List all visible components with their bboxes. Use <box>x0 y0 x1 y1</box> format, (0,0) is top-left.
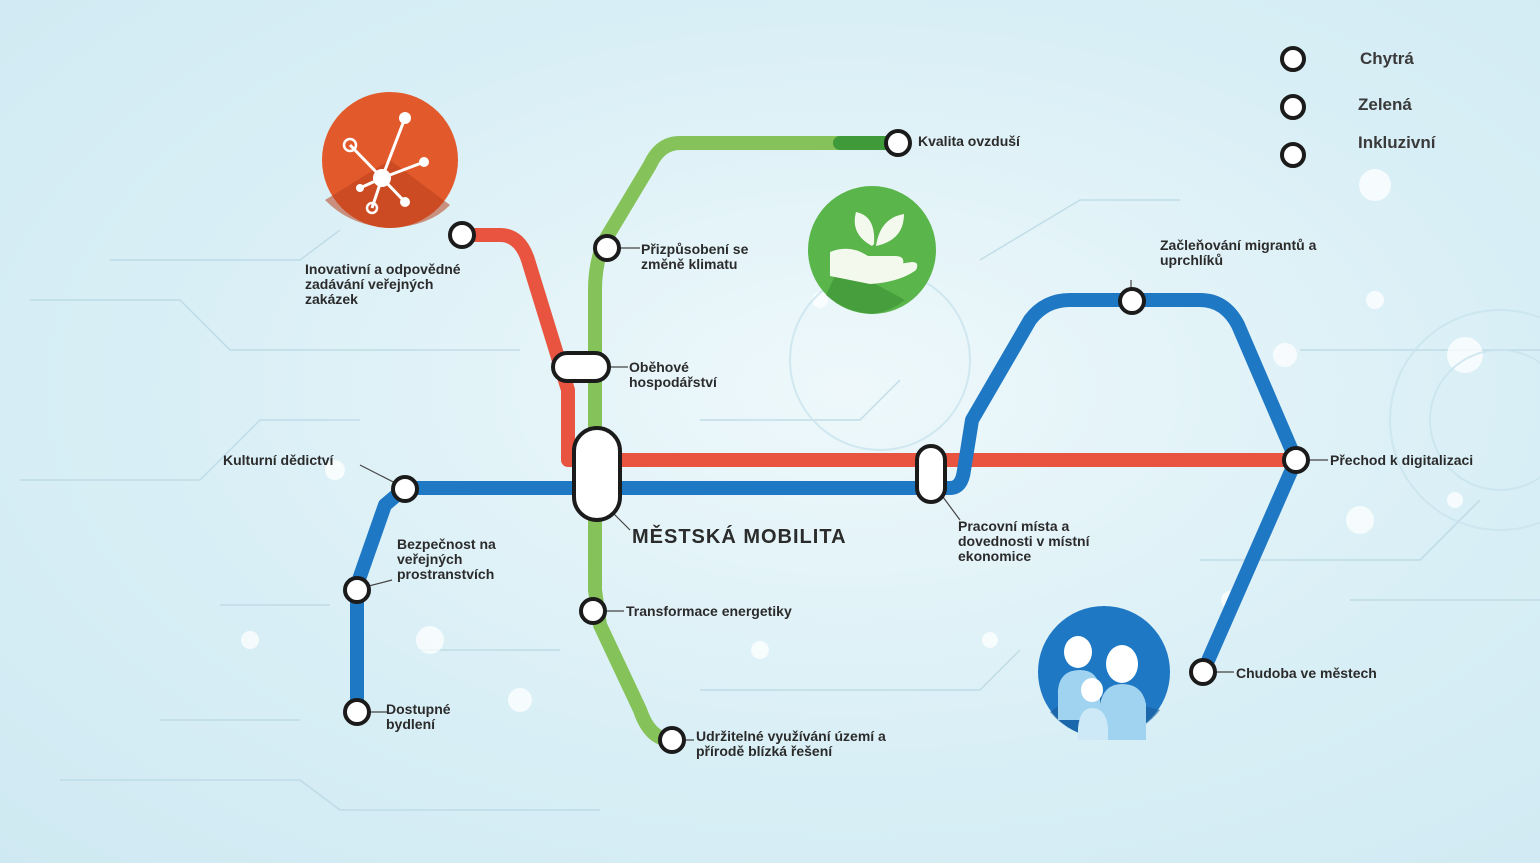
smart-network-icon <box>322 92 458 228</box>
station-poverty <box>1189 658 1217 686</box>
interchange-jobs <box>915 444 947 504</box>
label-housing: Dostupné bydlení <box>386 701 451 732</box>
station-air-quality <box>884 129 912 157</box>
label-land-use: Udržitelné využívání území a přírodě blí… <box>696 728 886 759</box>
label-public-safety: Bezpečnost na veřejných prostranstvích <box>397 536 496 582</box>
label-circular-economy: Oběhové hospodářství <box>629 359 717 390</box>
label-air-quality: Kvalita ovzduší <box>918 133 1020 149</box>
circuit-background <box>20 199 1540 811</box>
station-energy <box>579 597 607 625</box>
label-cultural-heritage: Kulturní dědictví <box>223 452 334 468</box>
label-climate-adaptation: Přizpůsobení se změně klimatu <box>641 241 749 272</box>
legend-item-inclusive <box>1280 142 1306 168</box>
legend-label-inclusive: Inkluzivní <box>1358 133 1436 152</box>
interchange-mobility <box>572 426 622 522</box>
station-migrants <box>1118 287 1146 315</box>
smart-line <box>455 228 1303 467</box>
inclusive-people-icon <box>1038 606 1170 740</box>
single-stations <box>343 129 1310 754</box>
ring-icon <box>1280 142 1306 168</box>
label-digital-transition: Přechod k digitalizaci <box>1330 452 1474 468</box>
label-energy-transition: Transformace energetiky <box>626 603 792 619</box>
ring-icon <box>1280 94 1306 120</box>
interchange-circular <box>551 351 611 383</box>
diagram-title: MĚSTSKÁ MOBILITA <box>632 526 847 548</box>
station-safety <box>343 576 371 604</box>
station-housing <box>343 698 371 726</box>
station-land-use <box>658 726 686 754</box>
interchange-stations <box>551 351 947 522</box>
station-digital <box>1282 446 1310 474</box>
legend-item-green <box>1280 94 1306 120</box>
legend-label-smart: Chytrá <box>1360 49 1414 68</box>
ring-icon <box>1280 46 1306 72</box>
legend-label-green: Zelená <box>1358 95 1412 114</box>
inclusive-line-main <box>398 293 1303 679</box>
station-heritage <box>391 475 419 503</box>
green-line <box>588 136 905 747</box>
legend-item-smart <box>1280 46 1306 72</box>
label-jobs-skills: Pracovní místa a dovednosti v místní eko… <box>958 518 1090 564</box>
label-migrants: Začleňování migrantů a uprchlíků <box>1160 237 1317 268</box>
station-procurement <box>448 221 476 249</box>
label-urban-poverty: Chudoba ve městech <box>1236 665 1377 681</box>
station-climate <box>593 234 621 262</box>
green-leaf-hand-icon <box>808 186 936 314</box>
label-procurement: Inovativní a odpovědné zadávání veřejnýc… <box>305 261 461 307</box>
